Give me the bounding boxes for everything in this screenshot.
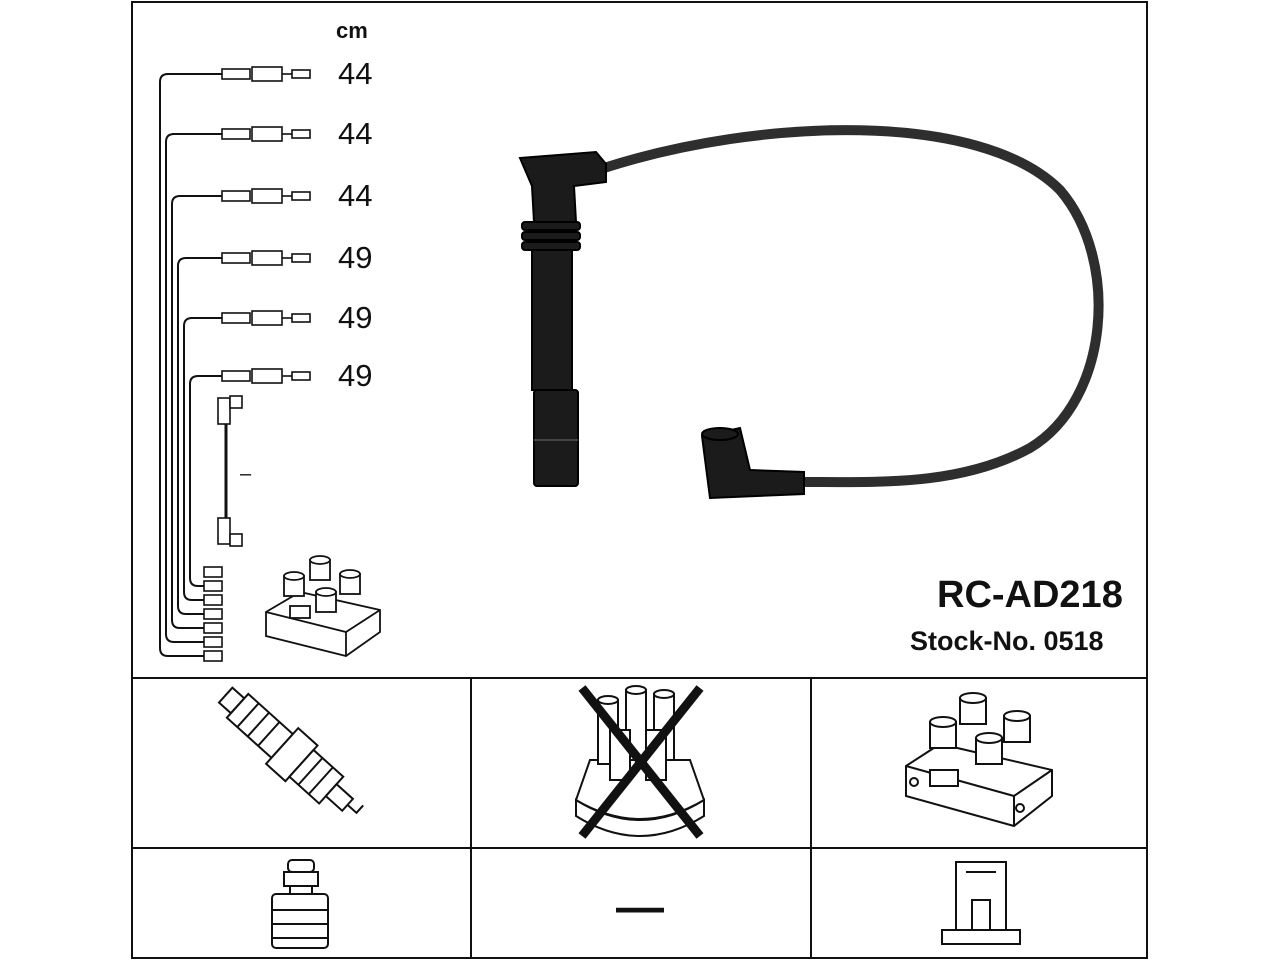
- lead-connector-4: [221, 250, 311, 266]
- lead-connector-2: [221, 126, 311, 142]
- stock-number: Stock-No. 0518: [910, 626, 1104, 656]
- lead-connector-3: [221, 188, 311, 204]
- coil-lead: [217, 395, 243, 547]
- lead-schematic: [159, 73, 222, 657]
- lead-length-3: 44: [338, 178, 373, 213]
- lead-connectors: [221, 66, 311, 384]
- lead-wire-6: [189, 375, 222, 587]
- lead-wire-2: [165, 133, 222, 643]
- lead-length-4: 49: [338, 240, 373, 275]
- lead-wire-4: [177, 257, 222, 615]
- lead-connector-1: [221, 66, 311, 82]
- plug-boot-straight: [518, 150, 607, 223]
- lead-wire-1: [159, 73, 222, 657]
- frame: [131, 1, 1148, 959]
- lead-length-6: 49: [338, 358, 373, 393]
- coil-lead-length: –: [240, 463, 252, 485]
- boot-ribs: [521, 221, 581, 251]
- coil-terminal-icon: [941, 861, 1021, 945]
- spark-plug-icon: [217, 686, 364, 815]
- lead-length-5: 49: [338, 300, 373, 335]
- coil-boot-angled: [700, 426, 805, 500]
- coil-side-terminals: [203, 566, 223, 662]
- lead-wire-3: [171, 195, 222, 629]
- lead-wire-5: [183, 317, 222, 601]
- ignition-coil-icon: [905, 692, 1053, 828]
- part-number: RC-AD218: [937, 574, 1123, 616]
- lead-length-1: 44: [338, 56, 373, 91]
- spark-plug-terminal-icon: [271, 859, 329, 949]
- lead-length-2: 44: [338, 116, 373, 151]
- coil-pack-small-icon: [265, 555, 381, 657]
- terminal-none-label: —: [616, 881, 664, 934]
- lead-connector-6: [221, 368, 311, 384]
- ignition-cable-illustration: [518, 125, 1104, 500]
- distributor-cap-crossed-icon: [574, 685, 706, 839]
- length-unit-label: cm: [336, 18, 368, 43]
- lead-connector-5: [221, 310, 311, 326]
